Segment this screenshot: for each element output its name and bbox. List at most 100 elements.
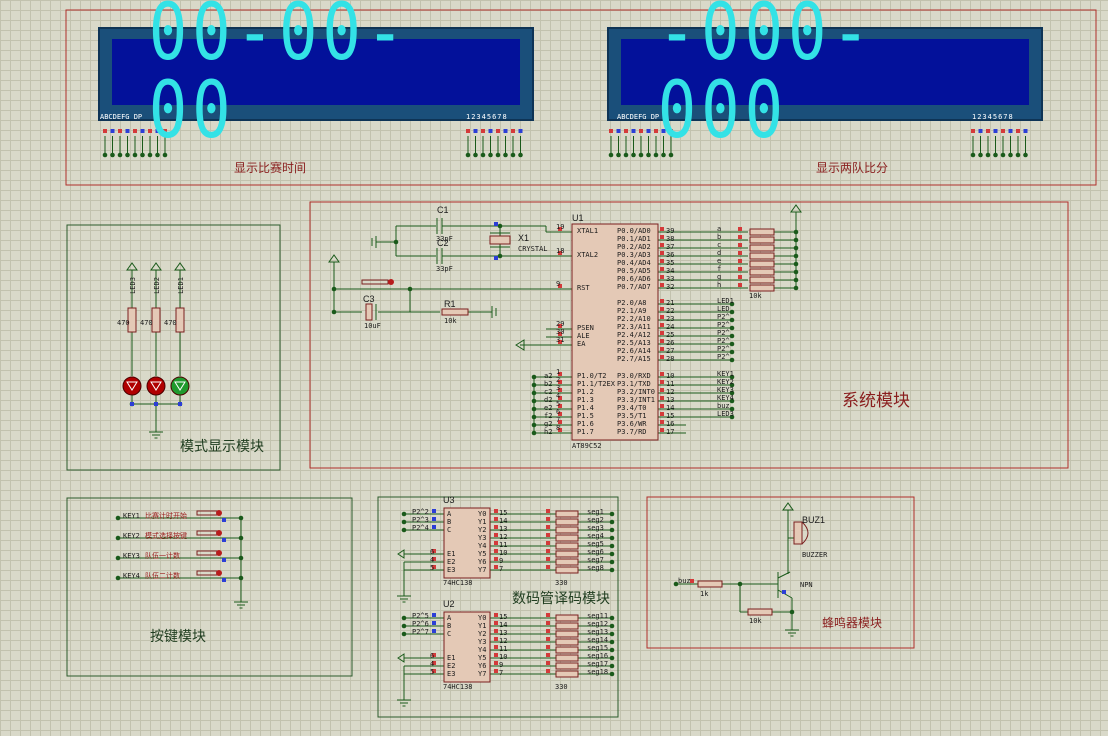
decoder-1-out-name-5: Y5 — [478, 654, 487, 662]
decoder-1-en-name-2: E3 — [447, 670, 456, 678]
rpack-dot-1 — [793, 237, 799, 243]
decoder-0-out-name-4: Y4 — [478, 542, 487, 550]
mcu-p0-name-33: P0.6/AD6 — [617, 275, 651, 283]
key-red-3 — [216, 570, 222, 576]
mcu-p2-num-27: 27 — [666, 347, 675, 355]
decoder-0-out-pin-0 — [494, 509, 498, 513]
decoder-0-resistor-3 — [555, 534, 579, 542]
mcu-p2-name-21: P2.0/A8 — [617, 299, 647, 307]
buzzer-net: buz — [678, 577, 691, 585]
mcu-p0-pin-33 — [660, 275, 664, 279]
mcu-p3-net-14: buz — [717, 402, 730, 410]
mcu-p2-net-24: P2^ — [717, 321, 730, 329]
decoder-0-seg-5: seg6 — [587, 548, 604, 556]
decoder-1-out-pin-2 — [494, 629, 498, 633]
score-seg-pin-5 — [646, 129, 651, 133]
mcu-p3-net-13: KEY4 — [717, 394, 734, 402]
mcu-p2-net-21: LED1 — [717, 297, 734, 305]
decoder-0-resistor-0 — [555, 510, 579, 518]
rpack-vcc — [790, 204, 802, 213]
mcu-pin-num-5: 5 — [556, 400, 561, 408]
rpack-pin-6 — [738, 275, 742, 279]
time-com-pin-2 — [481, 129, 485, 133]
decoder-1-in-net-0: P2^5 — [412, 612, 429, 620]
buzzer-ref: BUZ1 — [802, 515, 826, 525]
mcu-p1-net-a2: a2 — [544, 372, 553, 380]
c1-value: 33pF — [436, 235, 453, 243]
reset-dot-b — [407, 286, 413, 292]
score-com-pin-5 — [1008, 129, 1013, 133]
r1-resistor — [441, 308, 469, 316]
decoder-1-en-num-0: 6 — [430, 652, 435, 660]
rpack-resistor-0 — [749, 228, 775, 236]
mcu-p0-name-36: P0.3/AD3 — [617, 251, 651, 259]
mcu-left-pin-30 — [558, 332, 562, 336]
score-seg-pin-dot-5 — [646, 152, 651, 158]
p2-dot-4 — [729, 333, 735, 339]
decoder-1-in-dot-2 — [401, 631, 407, 637]
score-com-pin-6 — [1016, 129, 1020, 133]
time-seg-pin-0 — [103, 129, 107, 133]
p3-dot-2 — [729, 390, 735, 396]
mcu-left-pin-1 — [558, 372, 562, 376]
r1-ref: R1 — [444, 299, 456, 309]
buzzer-r-be: 10k — [749, 617, 762, 625]
led-pin-0 — [130, 402, 134, 406]
decoder-1-resistor-4 — [555, 646, 579, 654]
decoder-1-seg-dot-4 — [609, 647, 615, 653]
decoder-0-resistor-4 — [555, 542, 579, 550]
rpack-pin-7 — [738, 283, 742, 287]
mcu-p0-pin-38 — [660, 235, 664, 239]
decoder-1-out-pin-4 — [494, 645, 498, 649]
reset-dot-c — [331, 309, 337, 315]
mcu-pin-num-2: 2 — [556, 376, 561, 384]
mcu-p1-dot-6 — [531, 422, 537, 428]
mcu-p3-pin-17 — [660, 428, 664, 432]
decoder-1-resistor-2 — [555, 630, 579, 638]
mcu-p2-num-25: 25 — [666, 331, 675, 339]
mcu-pin-num-4: 4 — [556, 392, 561, 400]
decoder-0-seg-1: seg2 — [587, 516, 604, 524]
decoder-0-r-pin-3 — [546, 533, 550, 537]
mcu-pin-name-8: P1.7 — [577, 428, 594, 436]
mcu-pin-name-4: P1.3 — [577, 396, 594, 404]
mcu-p3-name-12: P3.2/INT0 — [617, 388, 655, 396]
mcu-p0-pin-39 — [660, 227, 664, 231]
decoder-1-out-name-3: Y3 — [478, 638, 487, 646]
xtal-dot-b — [497, 253, 503, 259]
c2-ref: C2 — [437, 238, 449, 248]
decoder-1-r-value: 330 — [555, 683, 568, 691]
buzzer-vcc — [782, 502, 794, 511]
mcu-p1-net-b2: b2 — [544, 380, 553, 388]
mcu-pin-name-30: ALE — [577, 332, 590, 340]
mcu-left-pin-3 — [558, 388, 562, 392]
buzzer-base-dot — [737, 581, 743, 587]
time-seg-pin-8 — [163, 129, 167, 133]
decoder-module-frame — [377, 496, 619, 718]
mcu-p2-net-25: P2^ — [717, 329, 730, 337]
decoder-1-seg-0: seg11 — [587, 612, 609, 620]
mcu-left-pin-18 — [558, 251, 562, 255]
time-com-pin-dot-3 — [488, 152, 493, 158]
decoder-1-out-name-6: Y6 — [478, 662, 487, 670]
time-com-pin-4 — [496, 129, 500, 133]
led-vcc-0 — [126, 262, 138, 271]
key-out-dot-2 — [238, 555, 244, 561]
mcu-body — [571, 223, 659, 441]
decoder-1-r-pin-5 — [546, 653, 550, 657]
decoder-0-part: 74HC138 — [443, 579, 473, 587]
decoder-0-en-num-2: 5 — [430, 564, 435, 572]
mcu-p1-net-d2: d2 — [544, 396, 553, 404]
mcu-p2-num-21: 21 — [666, 299, 675, 307]
score-display-segment-label: ABCDEFG DP — [617, 113, 660, 121]
buzzer-r-in: 1k — [700, 590, 709, 598]
led-vcc-2 — [174, 262, 186, 271]
decoder-1-body — [443, 611, 491, 683]
mcu-pin-num-18: 18 — [556, 247, 565, 255]
time-seg-pin-2 — [118, 129, 122, 133]
score-seg-pin-dot-4 — [638, 152, 644, 158]
decoder-0-in-dot-2 — [401, 527, 407, 533]
decoder-0-in-name-2: C — [447, 526, 452, 534]
key-desc-4: 队伍二计数 — [145, 572, 180, 580]
mcu-p3-net-15: LED3 — [717, 410, 734, 418]
